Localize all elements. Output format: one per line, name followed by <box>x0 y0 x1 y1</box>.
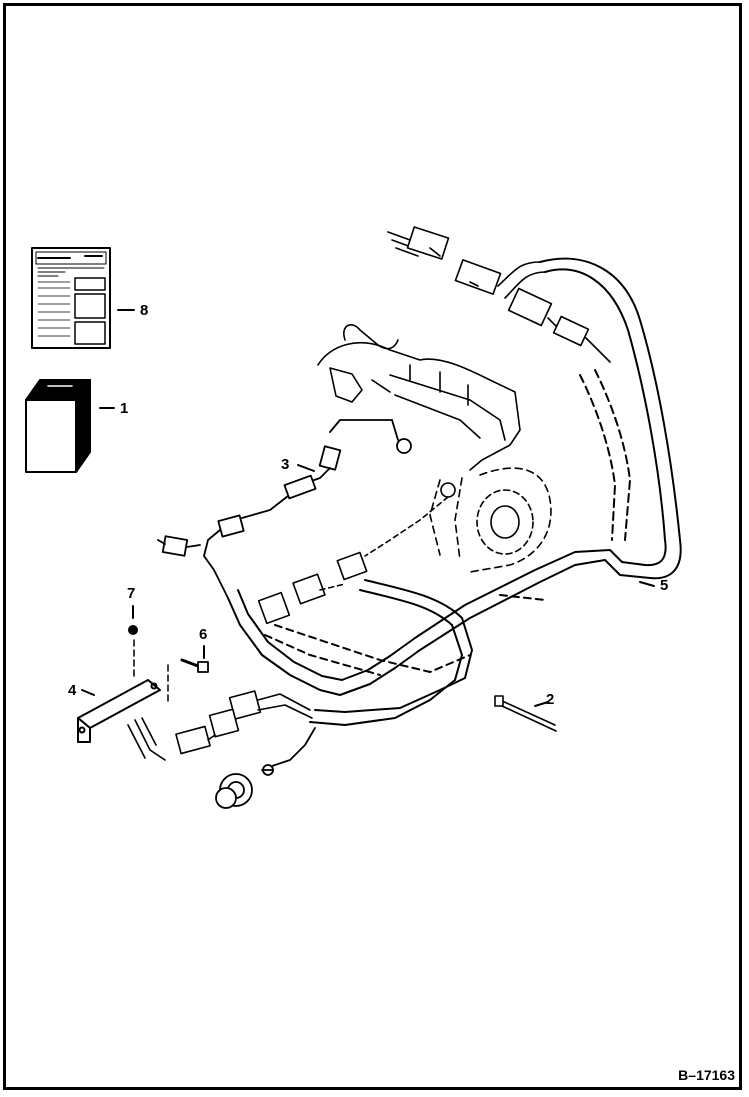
callout-6: 6 <box>199 626 208 643</box>
nut <box>128 605 138 635</box>
bracket <box>77 639 169 743</box>
callout-2: 2 <box>546 691 555 708</box>
figure-id: B–17163 <box>678 1067 735 1083</box>
bolt <box>180 645 209 673</box>
callout-8: 8 <box>140 302 149 319</box>
upper-connectors <box>387 226 611 363</box>
callout-5: 5 <box>660 577 669 594</box>
wire-harness <box>227 257 682 726</box>
callout-7: 7 <box>127 585 136 602</box>
key-switch <box>215 727 316 809</box>
page-border <box>3 3 742 1090</box>
lower-connectors <box>127 690 313 761</box>
cable-tie <box>494 695 557 732</box>
leader-5 <box>639 581 655 587</box>
manual-sheet <box>31 247 111 349</box>
harness-connectors <box>257 482 456 625</box>
sensor-harness <box>157 419 412 599</box>
leader-3 <box>297 464 315 472</box>
parts-box <box>25 379 91 473</box>
callout-1: 1 <box>120 400 129 417</box>
leader-4 <box>81 689 95 696</box>
callout-4: 4 <box>68 682 77 699</box>
callout-3: 3 <box>281 456 290 473</box>
engine-outline <box>317 324 552 573</box>
